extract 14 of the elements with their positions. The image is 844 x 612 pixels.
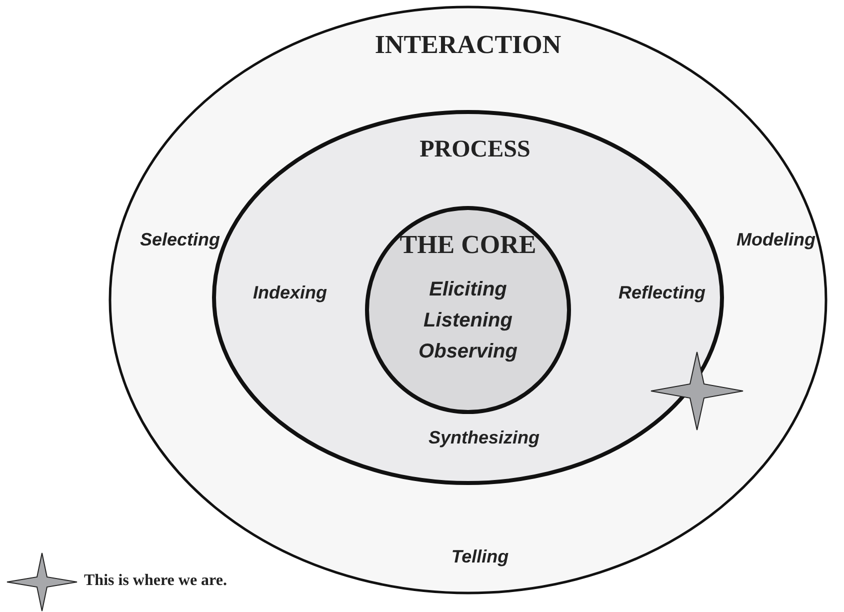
ring-item-label: Eliciting — [429, 278, 507, 302]
ring-heading: INTERACTION — [374, 30, 562, 60]
ring-item-label: Modeling — [736, 230, 816, 250]
ring-heading: THE CORE — [400, 230, 536, 260]
ring-item-label: Telling — [451, 546, 509, 568]
ring-item-label: Indexing — [253, 282, 327, 304]
ring-item-label: Reflecting — [618, 282, 706, 304]
ring-item-label: Synthesizing — [428, 428, 540, 448]
inner-circle — [365, 206, 571, 414]
ring-item-label: Observing — [418, 340, 518, 364]
ring-item-label: Listening — [424, 310, 512, 332]
ring-heading: PROCESS — [420, 136, 530, 164]
legend-text: This is where we are. — [84, 572, 227, 590]
ring-item-label: Selecting — [140, 230, 220, 250]
